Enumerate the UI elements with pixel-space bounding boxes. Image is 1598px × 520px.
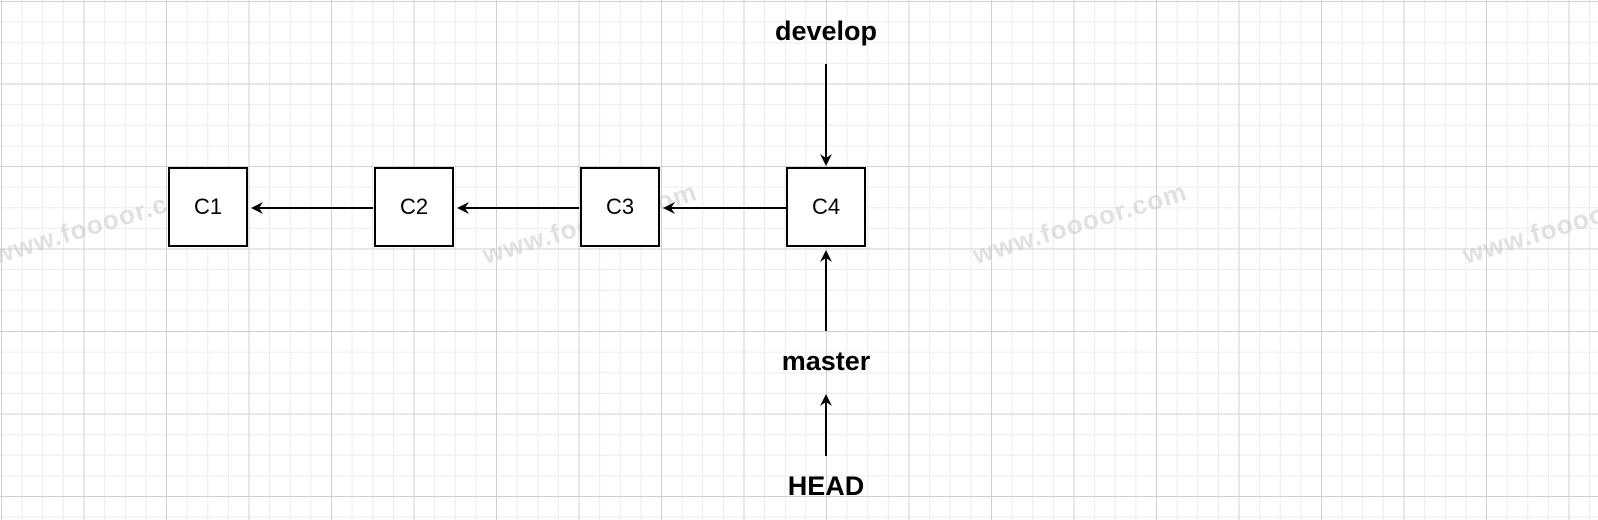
commit-label: C3: [605, 194, 635, 219]
commit-label: C2: [399, 194, 429, 219]
commit-c4[interactable]: C4: [786, 167, 866, 247]
commit-c1[interactable]: C1: [168, 167, 248, 247]
commit-c3[interactable]: C3: [580, 167, 660, 247]
commit-label: C4: [811, 194, 841, 219]
ref-master[interactable]: master: [781, 346, 871, 376]
commit-c2[interactable]: C2: [374, 167, 454, 247]
ref-head[interactable]: HEAD: [787, 471, 865, 501]
commit-label: C1: [193, 194, 223, 219]
ref-develop[interactable]: develop: [774, 16, 878, 46]
